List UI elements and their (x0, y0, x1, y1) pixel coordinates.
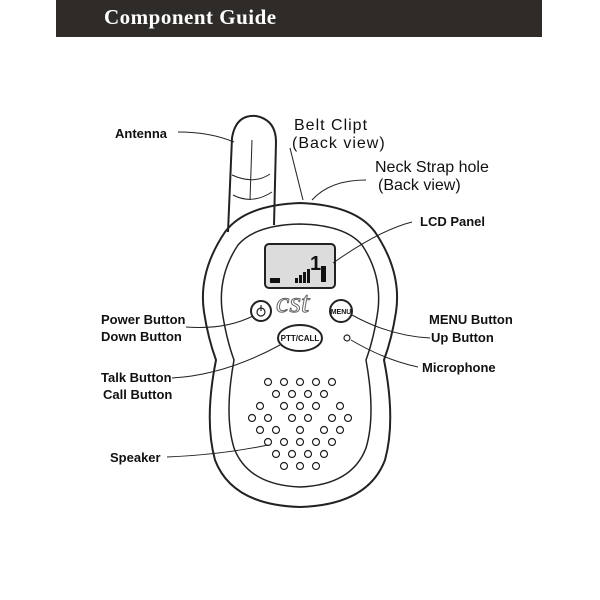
leader-belt-clip (289, 147, 304, 201)
speaker-hole (311, 437, 321, 447)
leader-antenna (177, 131, 235, 143)
lcd-indicator (321, 266, 326, 282)
label-neck-strap-view: (Back view) (378, 177, 461, 194)
speaker-hole (263, 377, 273, 387)
speaker-hole (327, 413, 337, 423)
speaker-hole (271, 449, 281, 459)
antenna-shading (231, 173, 273, 200)
speaker-hole (255, 401, 265, 411)
speaker-hole (311, 401, 321, 411)
speaker-hole (263, 413, 273, 423)
speaker-hole (335, 401, 345, 411)
speaker-hole (279, 377, 289, 387)
leader-power (185, 315, 254, 328)
speaker-hole (295, 461, 305, 471)
speaker-hole (255, 425, 265, 435)
label-microphone: Microphone (422, 360, 496, 375)
label-power-button: Power Button (101, 312, 186, 327)
leader-microphone (350, 339, 419, 368)
menu-button[interactable] (329, 299, 353, 323)
lcd-signal-bar (307, 269, 310, 283)
antenna (227, 114, 278, 233)
label-down-button: Down Button (101, 329, 182, 344)
label-call-button: Call Button (103, 387, 172, 402)
speaker-hole (271, 425, 281, 435)
radio-body-outer (201, 201, 399, 509)
speaker-hole (343, 413, 353, 423)
speaker-hole (303, 389, 313, 399)
label-menu-button: MENU Button (429, 312, 513, 327)
speaker-hole (279, 401, 289, 411)
watermark: cst (276, 286, 310, 319)
speaker-hole (295, 401, 305, 411)
speaker-hole (279, 461, 289, 471)
speaker-hole (279, 437, 289, 447)
speaker-hole (303, 413, 313, 423)
lcd-indicator (270, 278, 280, 283)
speaker-hole (327, 377, 337, 387)
leader-speaker (166, 444, 269, 458)
speaker-hole (303, 449, 313, 459)
speaker-hole (295, 437, 305, 447)
speaker-grille (247, 377, 353, 471)
label-antenna: Antenna (115, 126, 168, 141)
lcd-signal-bar (299, 275, 302, 283)
label-belt-clip: Belt Clipt (294, 117, 368, 134)
lcd-digit: 1 (310, 253, 321, 275)
leader-lcd (332, 221, 413, 264)
speaker-hole (319, 449, 329, 459)
speaker-hole (311, 377, 321, 387)
label-talk-button: Talk Button (101, 370, 172, 385)
ptt-button[interactable] (277, 324, 323, 352)
speaker-hole (287, 449, 297, 459)
speaker-hole (295, 377, 305, 387)
lcd-signal-bar (295, 278, 298, 283)
label-up-button: Up Button (431, 330, 494, 345)
antenna-inner-line (249, 139, 253, 201)
speaker-hole (295, 425, 305, 435)
leader-talk (171, 344, 281, 379)
speaker-hole (263, 437, 273, 447)
speaker-hole (335, 425, 345, 435)
radio-body-inner (220, 223, 380, 488)
speaker-hole (319, 425, 329, 435)
speaker-hole (271, 389, 281, 399)
leader-neck-strap (311, 179, 367, 201)
label-speaker: Speaker (110, 450, 161, 465)
label-lcd-panel: LCD Panel (420, 214, 485, 229)
microphone-hole (343, 334, 351, 342)
leader-menu (351, 314, 431, 339)
speaker-hole (287, 389, 297, 399)
ptt-button-label: PTT/CALL (281, 334, 320, 343)
speaker-hole (287, 413, 297, 423)
lcd-panel (264, 243, 336, 289)
speaker-hole (311, 461, 321, 471)
page-title: Component Guide (104, 5, 277, 29)
lcd-signal-bar (303, 272, 306, 283)
speaker-hole (327, 437, 337, 447)
speaker-hole (319, 389, 329, 399)
menu-button-label: MENU (331, 309, 352, 316)
header-bar: Component Guide (56, 0, 542, 37)
speaker-hole (247, 413, 257, 423)
label-neck-strap: Neck Strap hole (375, 159, 489, 176)
label-belt-clip-view: (Back view) (292, 135, 386, 152)
